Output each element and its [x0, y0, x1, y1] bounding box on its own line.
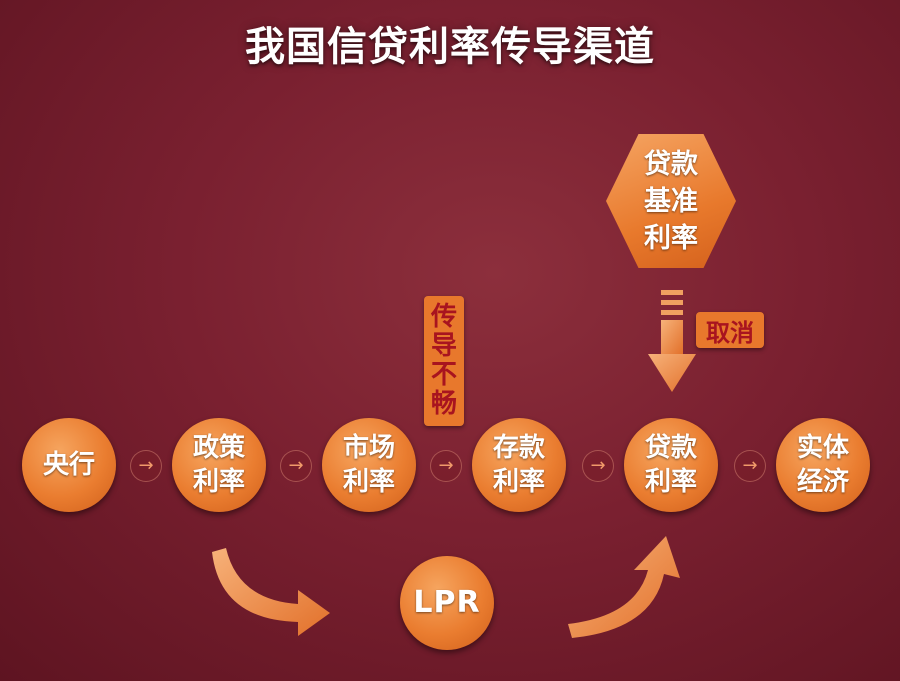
page-title: 我国信贷利率传导渠道: [245, 24, 655, 70]
node-real-economy: 实体 经济: [776, 418, 870, 512]
curved-arrow-to-lpr-icon: [212, 548, 330, 636]
down-arrow-icon: [648, 290, 696, 392]
cancelled-tag: 取消: [696, 312, 764, 348]
node-deposit-rate: 存款 利率: [472, 418, 566, 512]
node-loan-rate: 贷款 利率: [624, 418, 718, 512]
connector-arrow-icon: →: [582, 450, 614, 482]
node-central-bank: 央行: [22, 418, 116, 512]
connector-arrow-icon: →: [734, 450, 766, 482]
connector-arrow-icon: →: [130, 450, 162, 482]
benchmark-rate-hexagon: 贷款 基准 利率: [606, 134, 736, 268]
transmission-blocked-tag: 传 导 不 畅: [424, 296, 464, 426]
curved-arrow-to-loan-icon: [568, 536, 680, 638]
connector-arrow-icon: →: [430, 450, 462, 482]
connector-arrow-icon: →: [280, 450, 312, 482]
node-lpr: LPR: [400, 556, 494, 650]
node-market-rate: 市场 利率: [322, 418, 416, 512]
node-policy-rate: 政策 利率: [172, 418, 266, 512]
